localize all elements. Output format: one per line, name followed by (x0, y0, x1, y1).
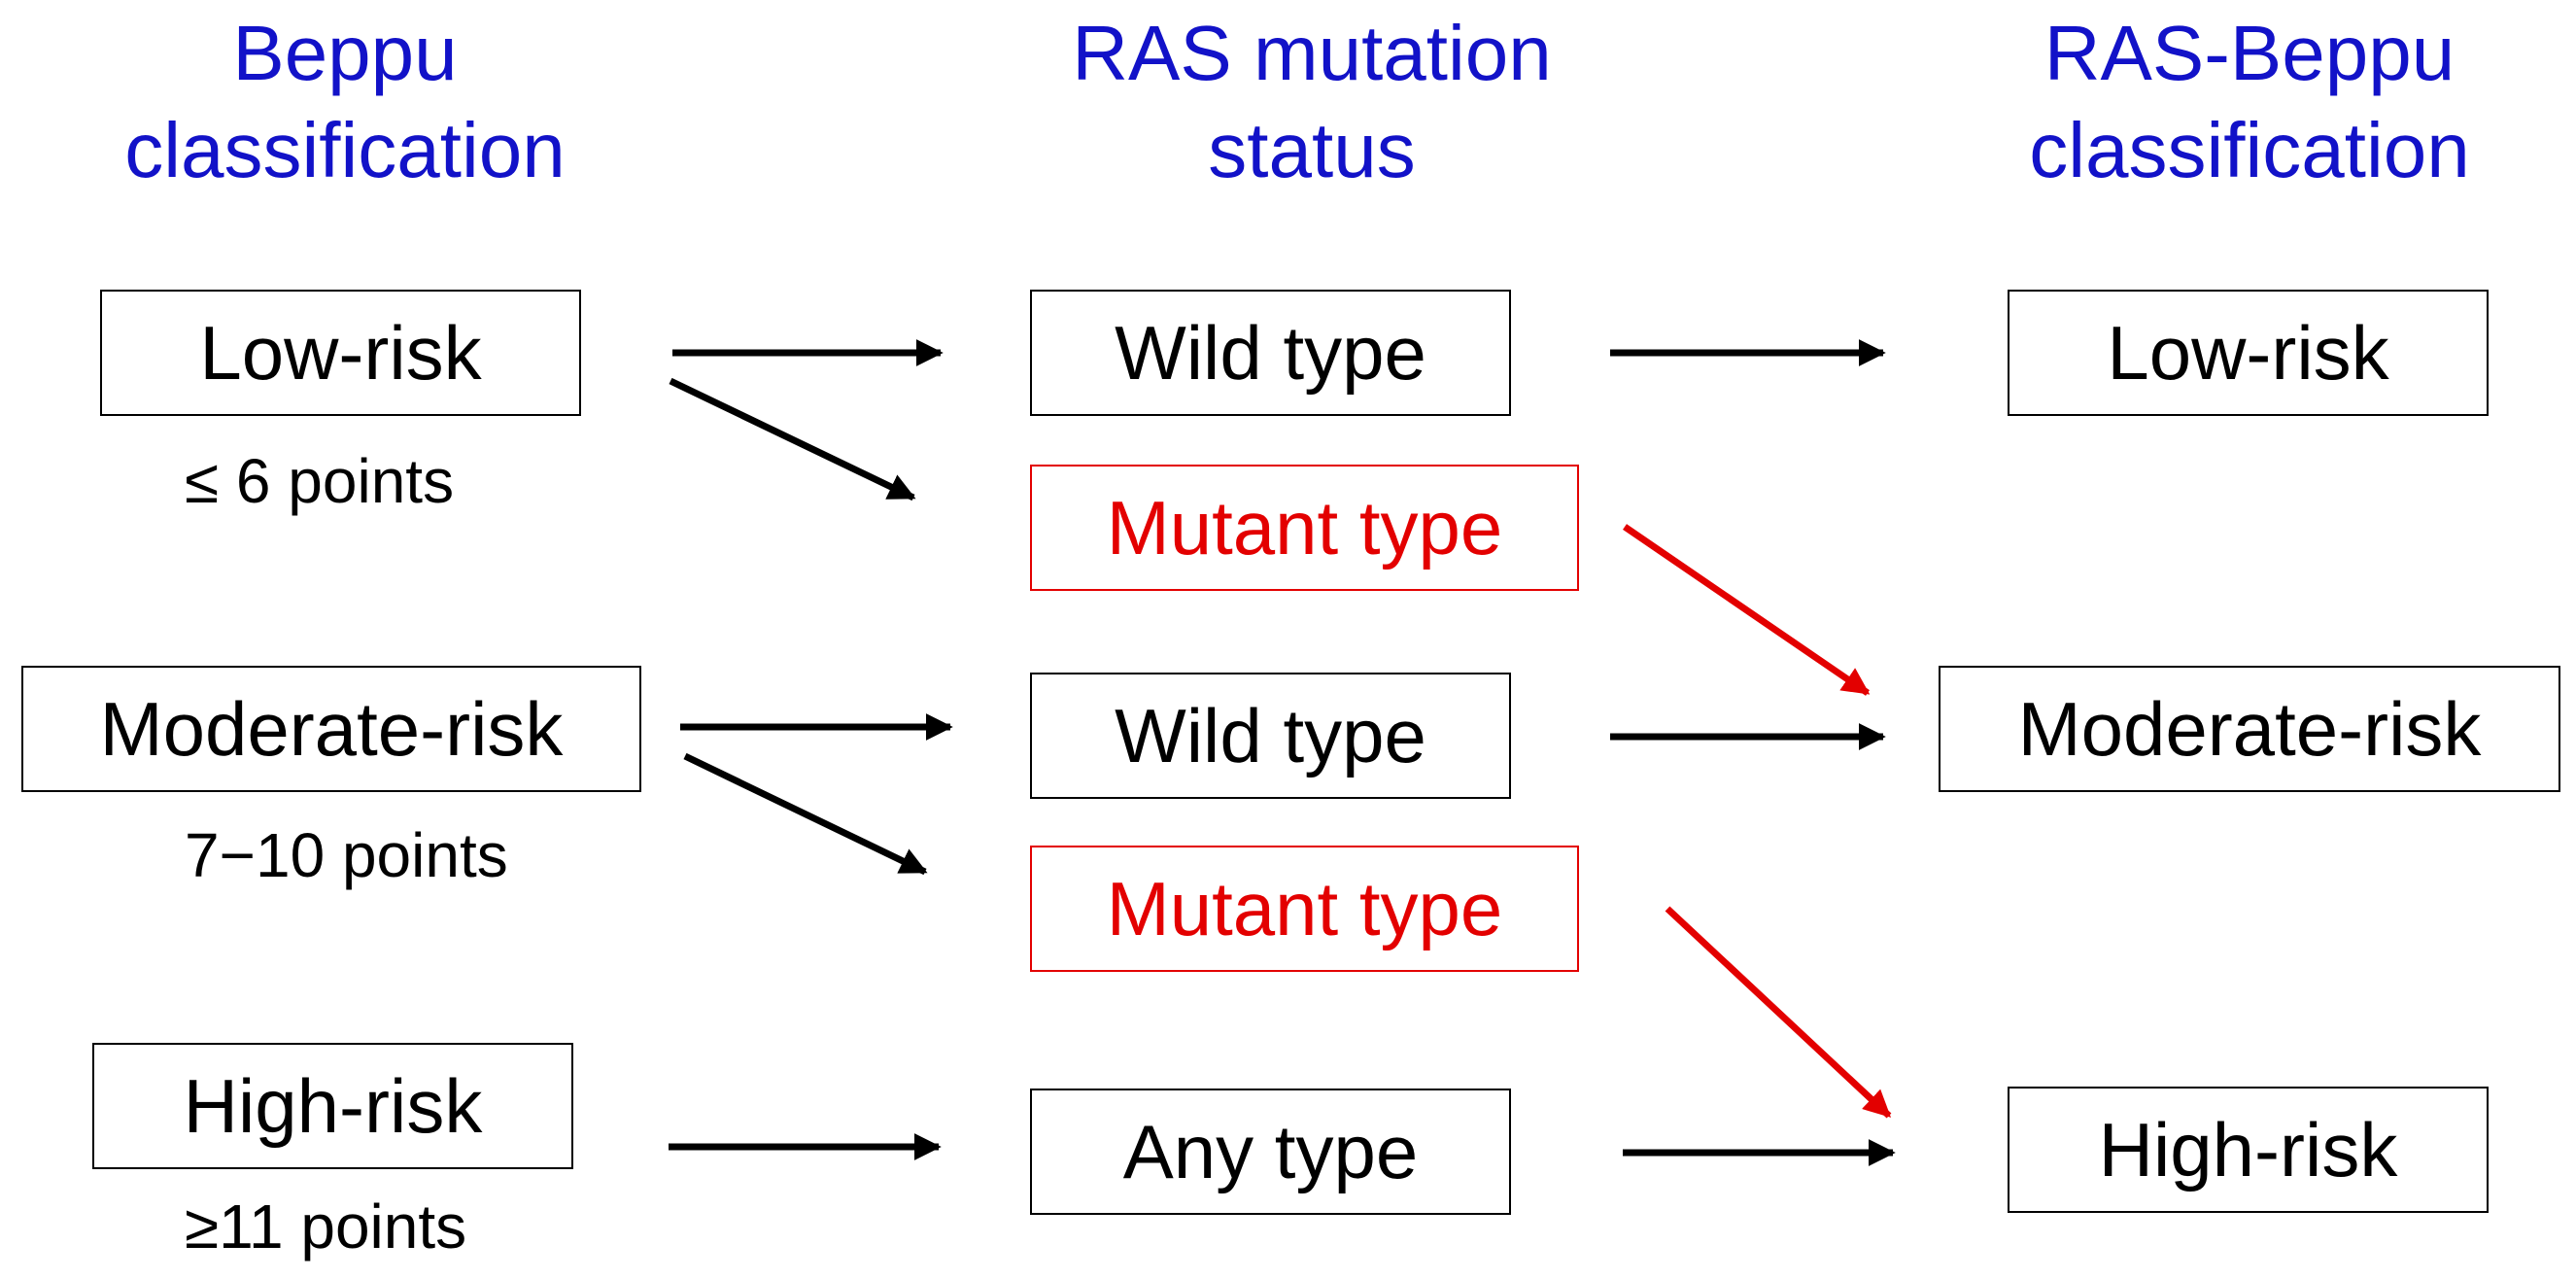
ras-beppu-low-risk-box: Low-risk (2008, 290, 2489, 416)
ras-mutant-type-box-1: Mutant type (1030, 465, 1579, 591)
header-ras-beppu-classification: RAS-Beppu classification (1963, 5, 2536, 199)
arrow-moderate-risk-to-mutant-type (683, 752, 928, 876)
beppu-high-risk-box: High-risk (92, 1043, 573, 1169)
header-ras-beppu-line1: RAS-Beppu (2044, 10, 2456, 96)
header-beppu-line2: classification (124, 107, 566, 193)
header-beppu-line1: Beppu (232, 10, 458, 96)
arrow-mutant-type-to-high-risk (1665, 906, 1892, 1119)
beppu-high-risk-points: ≥11 points (185, 1192, 467, 1262)
ras-any-type-box: Any type (1030, 1089, 1511, 1215)
beppu-low-risk-box: Low-risk (100, 290, 581, 416)
header-beppu-classification: Beppu classification (58, 5, 632, 199)
header-ras-line1: RAS mutation (1072, 10, 1552, 96)
beppu-moderate-risk-box: Moderate-risk (21, 666, 641, 792)
arrow-mutant-type-to-moderate-risk (1623, 524, 1871, 696)
ras-beppu-moderate-risk-box: Moderate-risk (1939, 666, 2560, 792)
ras-wild-type-box-2: Wild type (1030, 673, 1511, 799)
arrow-low-risk-to-mutant-type (669, 377, 916, 501)
ras-beppu-high-risk-box: High-risk (2008, 1087, 2489, 1213)
ras-mutant-type-box-2: Mutant type (1030, 846, 1579, 972)
beppu-low-risk-points: ≤ 6 points (185, 446, 455, 516)
ras-wild-type-box-1: Wild type (1030, 290, 1511, 416)
beppu-moderate-risk-points: 7−10 points (185, 820, 508, 890)
header-ras-mutation-status: RAS mutation status (1020, 5, 1603, 199)
header-ras-beppu-line2: classification (2029, 107, 2470, 193)
header-ras-line2: status (1208, 107, 1416, 193)
